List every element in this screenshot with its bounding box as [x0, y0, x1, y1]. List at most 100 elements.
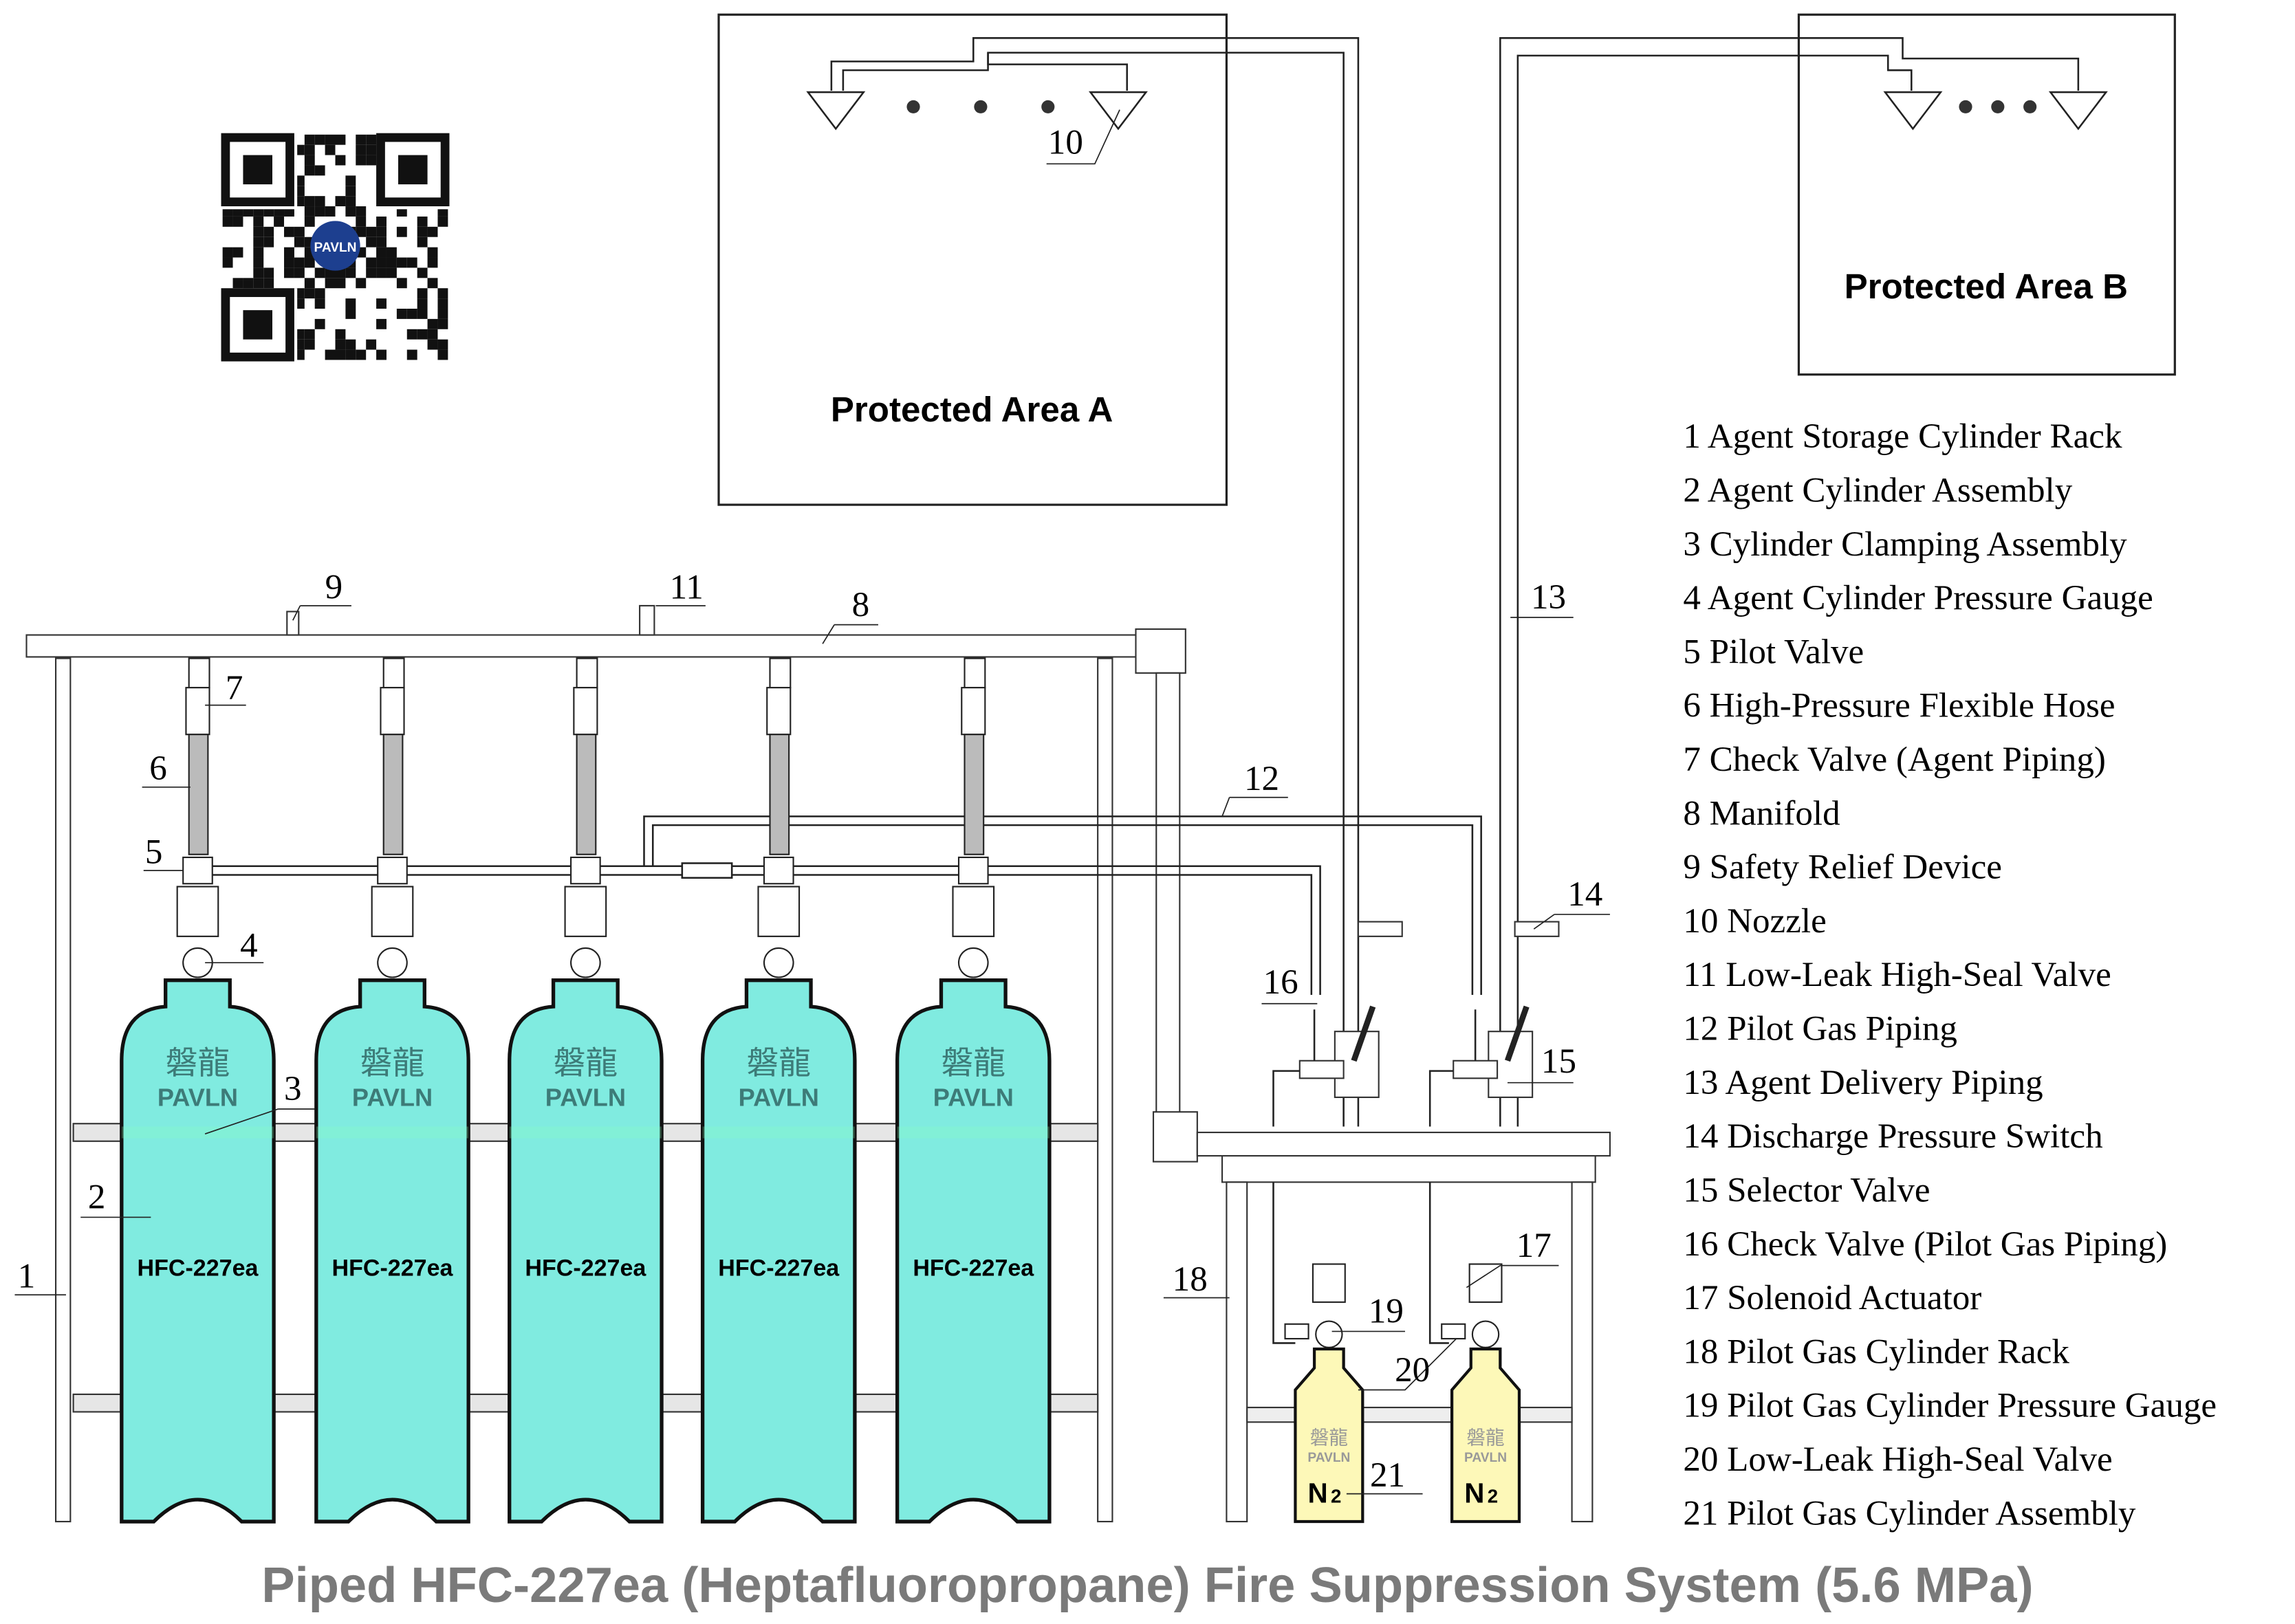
legend-item: 14 Discharge Pressure Switch — [1683, 1117, 2102, 1156]
legend-item: 9 Safety Relief Device — [1683, 848, 2002, 887]
legend-item: 10 Nozzle — [1683, 901, 1826, 941]
check-valve — [188, 657, 210, 689]
legend-item: 12 Pilot Gas Piping — [1683, 1009, 1957, 1049]
legend-item: 8 Manifold — [1683, 793, 1840, 833]
legend-item: 5 Pilot Valve — [1683, 632, 1864, 671]
protected-area-b-box — [1797, 13, 2176, 376]
legend-item: 13 Agent Delivery Piping — [1683, 1063, 2043, 1102]
legend-item: 20 Low-Leak High-Seal Valve — [1683, 1440, 2112, 1479]
pilot-valve — [570, 856, 601, 885]
legend-item: 16 Check Valve (Pilot Gas Piping) — [1683, 1225, 2167, 1264]
pilot-valve — [763, 856, 794, 885]
pressure-gauge — [377, 947, 408, 978]
callout-number: 19 — [1369, 1292, 1404, 1331]
legend-item: 3 Cylinder Clamping Assembly — [1683, 525, 2127, 564]
brand-chinese: 磐龍 — [360, 1045, 425, 1082]
low-leak-high-seal-valve — [639, 604, 655, 636]
safety-relief-device — [286, 611, 300, 636]
pilot-hose — [1272, 1182, 1449, 1344]
selector-valve-b — [1428, 1005, 1534, 1127]
nozzle-piping-b — [1499, 37, 2108, 1127]
callout-number: 10 — [1048, 122, 1083, 162]
nozzle-dot — [1041, 100, 1055, 113]
legend-item: 6 High-Pressure Flexible Hose — [1683, 686, 2115, 725]
brand-chinese: 磐龍 — [941, 1045, 1005, 1082]
legend-item: 15 Selector Valve — [1683, 1170, 1930, 1209]
pilot-gas-piping — [190, 815, 1482, 995]
brand-latin: PAVLN — [545, 1084, 626, 1112]
legend-item: 11 Low-Leak High-Seal Valve — [1683, 955, 2111, 994]
check-valve — [382, 657, 405, 689]
callout-number: 15 — [1541, 1042, 1576, 1081]
protected-area-a-label: Protected Area A — [831, 390, 1113, 429]
agent-label: HFC-227ea — [332, 1255, 454, 1282]
callout-number: 20 — [1395, 1350, 1430, 1390]
legend-item: 2 Agent Cylinder Assembly — [1683, 470, 2072, 509]
discharge-pressure-switch — [1357, 921, 1560, 937]
callout-number: 1 — [18, 1257, 36, 1296]
agent-label: HFC-227ea — [138, 1255, 259, 1282]
selector-valve-a — [1272, 1005, 1380, 1127]
nozzle-dot — [974, 100, 988, 113]
legend-item: 7 Check Valve (Agent Piping) — [1683, 740, 2106, 779]
brand-chinese: 磐龍 — [554, 1045, 618, 1082]
callout-number: 21 — [1370, 1456, 1405, 1495]
callout-number: 17 — [1516, 1226, 1552, 1265]
legend-item: 18 Pilot Gas Cylinder Rack — [1683, 1332, 2069, 1371]
callout-number: 3 — [284, 1069, 302, 1108]
callout-number: 6 — [149, 749, 167, 788]
pilot-valve — [377, 856, 408, 885]
brand-latin: PAVLN — [739, 1084, 819, 1112]
pressure-gauge — [570, 947, 601, 978]
check-valve — [769, 657, 792, 689]
agent-label: HFC-227ea — [525, 1255, 646, 1282]
pilot-valve — [182, 856, 213, 885]
svg-text:磐龍: 磐龍 — [1466, 1426, 1504, 1449]
svg-text:PAVLN: PAVLN — [1307, 1451, 1350, 1465]
qr-logo-badge — [310, 221, 360, 271]
pilot-gas-cylinder-rack — [1221, 1154, 1596, 1523]
pressure-gauge — [957, 947, 989, 978]
legend-item: 21 Pilot Gas Cylinder Assembly — [1683, 1493, 2136, 1533]
svg-text:PAVLN: PAVLN — [1464, 1451, 1507, 1465]
brand-latin: PAVLN — [933, 1084, 1014, 1112]
svg-text:磐龍: 磐龍 — [1310, 1426, 1348, 1449]
flexible-hose — [188, 734, 209, 855]
callout-leader-line — [1221, 796, 1288, 817]
diagram-title: Piped HFC-227ea (Heptafluoropropane) Fir… — [261, 1558, 2033, 1613]
legend-item: 4 Agent Cylinder Pressure Gauge — [1683, 578, 2153, 617]
flexible-hose — [769, 734, 790, 855]
agent-label: HFC-227ea — [718, 1255, 840, 1282]
agent-label: HFC-227ea — [913, 1255, 1034, 1282]
pressure-gauge — [1315, 1320, 1343, 1348]
callout-number: 18 — [1173, 1260, 1208, 1299]
legend-item: 19 Pilot Gas Cylinder Pressure Gauge — [1683, 1386, 2217, 1425]
callout-number: 4 — [240, 926, 258, 965]
solenoid-actuator — [1312, 1263, 1346, 1303]
flexible-hose — [382, 734, 404, 855]
nozzle-dot — [1959, 100, 1972, 113]
pressure-gauge — [1471, 1320, 1500, 1348]
callout-leader-line — [1466, 1264, 1559, 1288]
manifold — [25, 628, 1611, 1163]
qr-logo-text: PAVLN — [314, 241, 356, 255]
brand-latin: PAVLN — [352, 1084, 433, 1112]
protected-area-a-box — [717, 13, 1228, 506]
nozzle-dot — [1991, 100, 2005, 113]
callout-number: 12 — [1244, 759, 1279, 798]
callout-number: 5 — [145, 832, 163, 871]
nozzle-piping-a — [806, 37, 1360, 1127]
protected-area-b-label: Protected Area B — [1845, 267, 2128, 306]
brand-latin: PAVLN — [157, 1084, 238, 1112]
callout-leader-line — [1046, 109, 1120, 165]
